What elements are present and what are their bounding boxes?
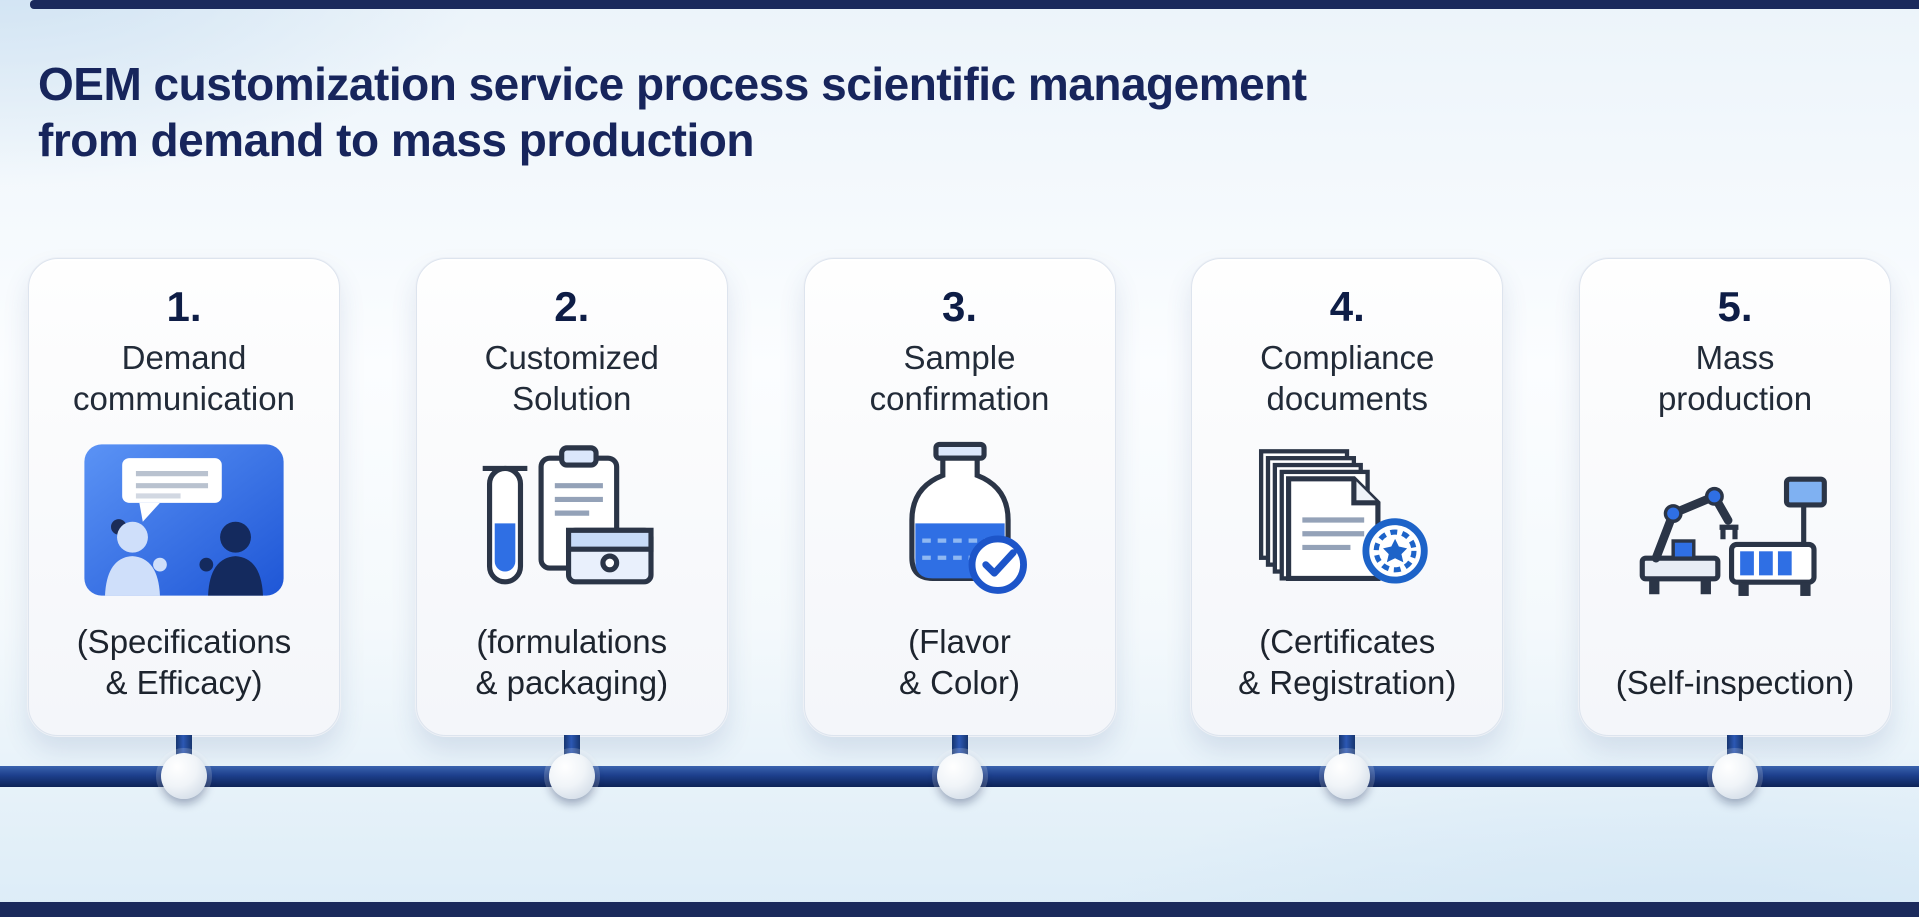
step-subtitle: (Flavor & Color)	[898, 622, 1021, 701]
timeline-node	[548, 753, 595, 799]
robotic-production-icon	[1594, 420, 1876, 662]
timeline-node	[1712, 753, 1758, 799]
step-number: 5.	[1717, 283, 1753, 330]
step-card-compliance-documents: 4. Compliance documents	[1191, 258, 1504, 799]
communication-icon	[43, 420, 325, 621]
step-card-mass-production: 5. Mass production	[1579, 258, 1891, 799]
formulation-icon	[431, 420, 713, 621]
step-card-sample-confirmation: 3. Sample confirmation (Flavor & Color)	[803, 258, 1116, 799]
sample-bottle-icon	[819, 420, 1101, 621]
step-subtitle: (formulations & packaging)	[475, 622, 669, 701]
process-steps-row: 1. Demand communication	[28, 258, 1891, 799]
timeline-node	[936, 753, 983, 799]
page-title: OEM customization service process scient…	[38, 58, 1307, 167]
step-subtitle: (Certificates & Registration)	[1238, 622, 1457, 701]
step-number: 2.	[554, 283, 590, 330]
step-title: Mass production	[1657, 339, 1813, 418]
step-subtitle: (Self-inspection)	[1615, 663, 1855, 701]
documents-seal-icon	[1206, 420, 1488, 621]
step-number: 3.	[941, 283, 978, 330]
timeline-node	[1324, 753, 1371, 799]
top-accent-strip	[30, 0, 1919, 9]
step-number: 4.	[1329, 283, 1365, 330]
step-subtitle: (Specifications & Efficacy)	[76, 622, 292, 701]
step-title: Demand communication	[73, 339, 295, 418]
step-title: Customized Solution	[484, 339, 659, 418]
step-number: 1.	[166, 283, 202, 330]
step-title: Sample confirmation	[869, 339, 1050, 418]
bottom-accent-strip	[0, 902, 1919, 917]
step-card-customized-solution: 2. Customized Solution (formulation	[415, 258, 728, 799]
timeline-node	[161, 753, 207, 799]
step-title: Compliance documents	[1260, 339, 1435, 418]
step-card-demand-communication: 1. Demand communication	[28, 258, 340, 799]
